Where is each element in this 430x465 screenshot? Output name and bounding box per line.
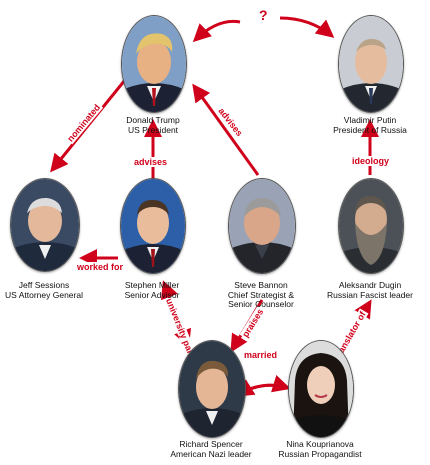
portrait-bannon (228, 178, 296, 274)
portrait-sessions (10, 178, 80, 272)
name-bannon: Steve Bannon (234, 280, 288, 290)
arrow-bannon-trump (192, 83, 260, 176)
name-kouprianova: Nina Kouprianova (286, 439, 354, 449)
label-miller-advises: advises (133, 157, 169, 167)
name-dugin: Aleksandr Dugin (338, 280, 402, 290)
caption-sessions: Jeff Sessions US Attorney General (0, 280, 109, 300)
role-sessions: US Attorney General (5, 289, 83, 300)
role-trump: US President (127, 124, 179, 135)
name-trump: Donald Trump (126, 115, 180, 125)
role-dugin: Russian Fascist leader (327, 289, 413, 300)
name-sessions: Jeff Sessions (18, 280, 70, 290)
label-ideology: ideology (351, 156, 391, 166)
caption-putin: Vladimir Putin President of Russia (305, 115, 430, 135)
caption-miller: Stephen Miller Senior Advisor (87, 280, 217, 300)
portrait-spencer (178, 340, 246, 438)
role-bannon-2: Senior Counselor (228, 299, 294, 309)
role-kouprianova: Russian Propagandist (278, 448, 362, 459)
portrait-miller (120, 178, 186, 274)
portrait-dugin (338, 178, 404, 274)
role-spencer: American Nazi leader (170, 448, 252, 459)
label-trump-putin: ? (257, 7, 270, 23)
caption-trump: Donald Trump US President (88, 115, 218, 135)
portrait-kouprianova (288, 340, 354, 438)
label-married: married (243, 350, 279, 360)
name-spencer: Richard Spencer (179, 439, 243, 449)
name-putin: Vladimir Putin (343, 115, 397, 125)
portrait-putin (338, 15, 404, 113)
caption-kouprianova: Nina Kouprianova Russian Propagandist (255, 439, 385, 459)
caption-bannon: Steve Bannon Chief Strategist & Senior C… (196, 280, 326, 310)
role-miller: Senior Advisor (124, 289, 180, 300)
arrow-trump-putin-right (279, 16, 335, 38)
name-miller: Stephen Miller (124, 280, 180, 290)
role-putin: President of Russia (333, 124, 407, 135)
caption-dugin: Aleksandr Dugin Russian Fascist leader (305, 280, 430, 300)
label-worked-for: worked for (76, 262, 125, 272)
arrow-trump-putin-left (192, 19, 241, 43)
portrait-trump (121, 15, 187, 113)
role-bannon: Chief Strategist & (227, 289, 295, 300)
caption-spencer: Richard Spencer American Nazi leader (146, 439, 276, 459)
